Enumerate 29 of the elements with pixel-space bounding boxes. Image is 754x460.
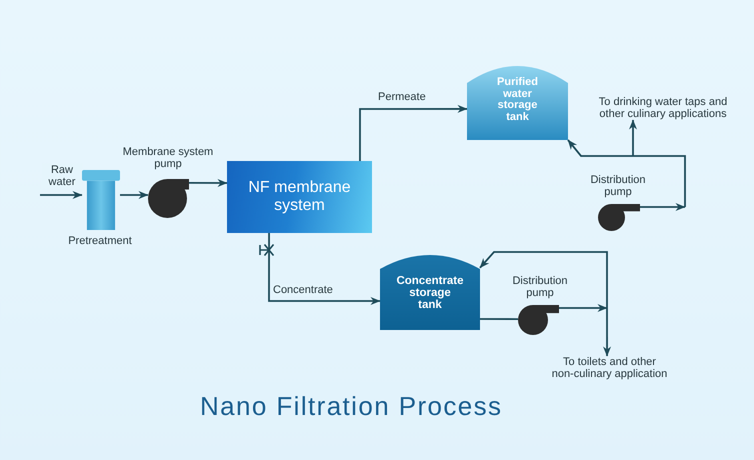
membrane-unit (227, 161, 372, 233)
destination-text: To toilets and other non-culinary application (551, 356, 668, 380)
equipment-label: Pretreatment (67, 235, 133, 247)
flow-arrow (40, 191, 82, 200)
flow-line (480, 318, 518, 320)
equipment-label: Distribution pump (589, 174, 647, 198)
filter-icon (82, 170, 120, 230)
flow-arrow (603, 308, 612, 356)
flow-arrow (120, 191, 148, 199)
pump-icon (598, 204, 640, 231)
flow-arrow (559, 304, 608, 312)
edge-label: Permeate (378, 91, 426, 103)
flow-arrow (359, 104, 468, 161)
flow-arrow (268, 233, 380, 305)
pump-icon (518, 305, 559, 335)
flow-arrow (189, 179, 228, 187)
equipment-label: Membrane system pump (122, 146, 214, 170)
equipment-label: Distribution pump (511, 275, 569, 299)
edge-label: Concentrate (273, 284, 333, 296)
pump-icon (148, 179, 189, 218)
unit-label: NF membrane system (247, 179, 352, 215)
storage-tank (380, 255, 480, 330)
flow-arrow (629, 120, 637, 156)
tank-label: Purified water storage tank (496, 77, 539, 123)
flow-arrow (479, 251, 608, 308)
storage-tank (467, 66, 568, 140)
tank-label: Concentrate storage tank (396, 274, 464, 310)
diagram-title: Nano Filtration Process (200, 391, 502, 421)
destination-text: To drinking water taps and other culinary applications (588, 96, 738, 120)
